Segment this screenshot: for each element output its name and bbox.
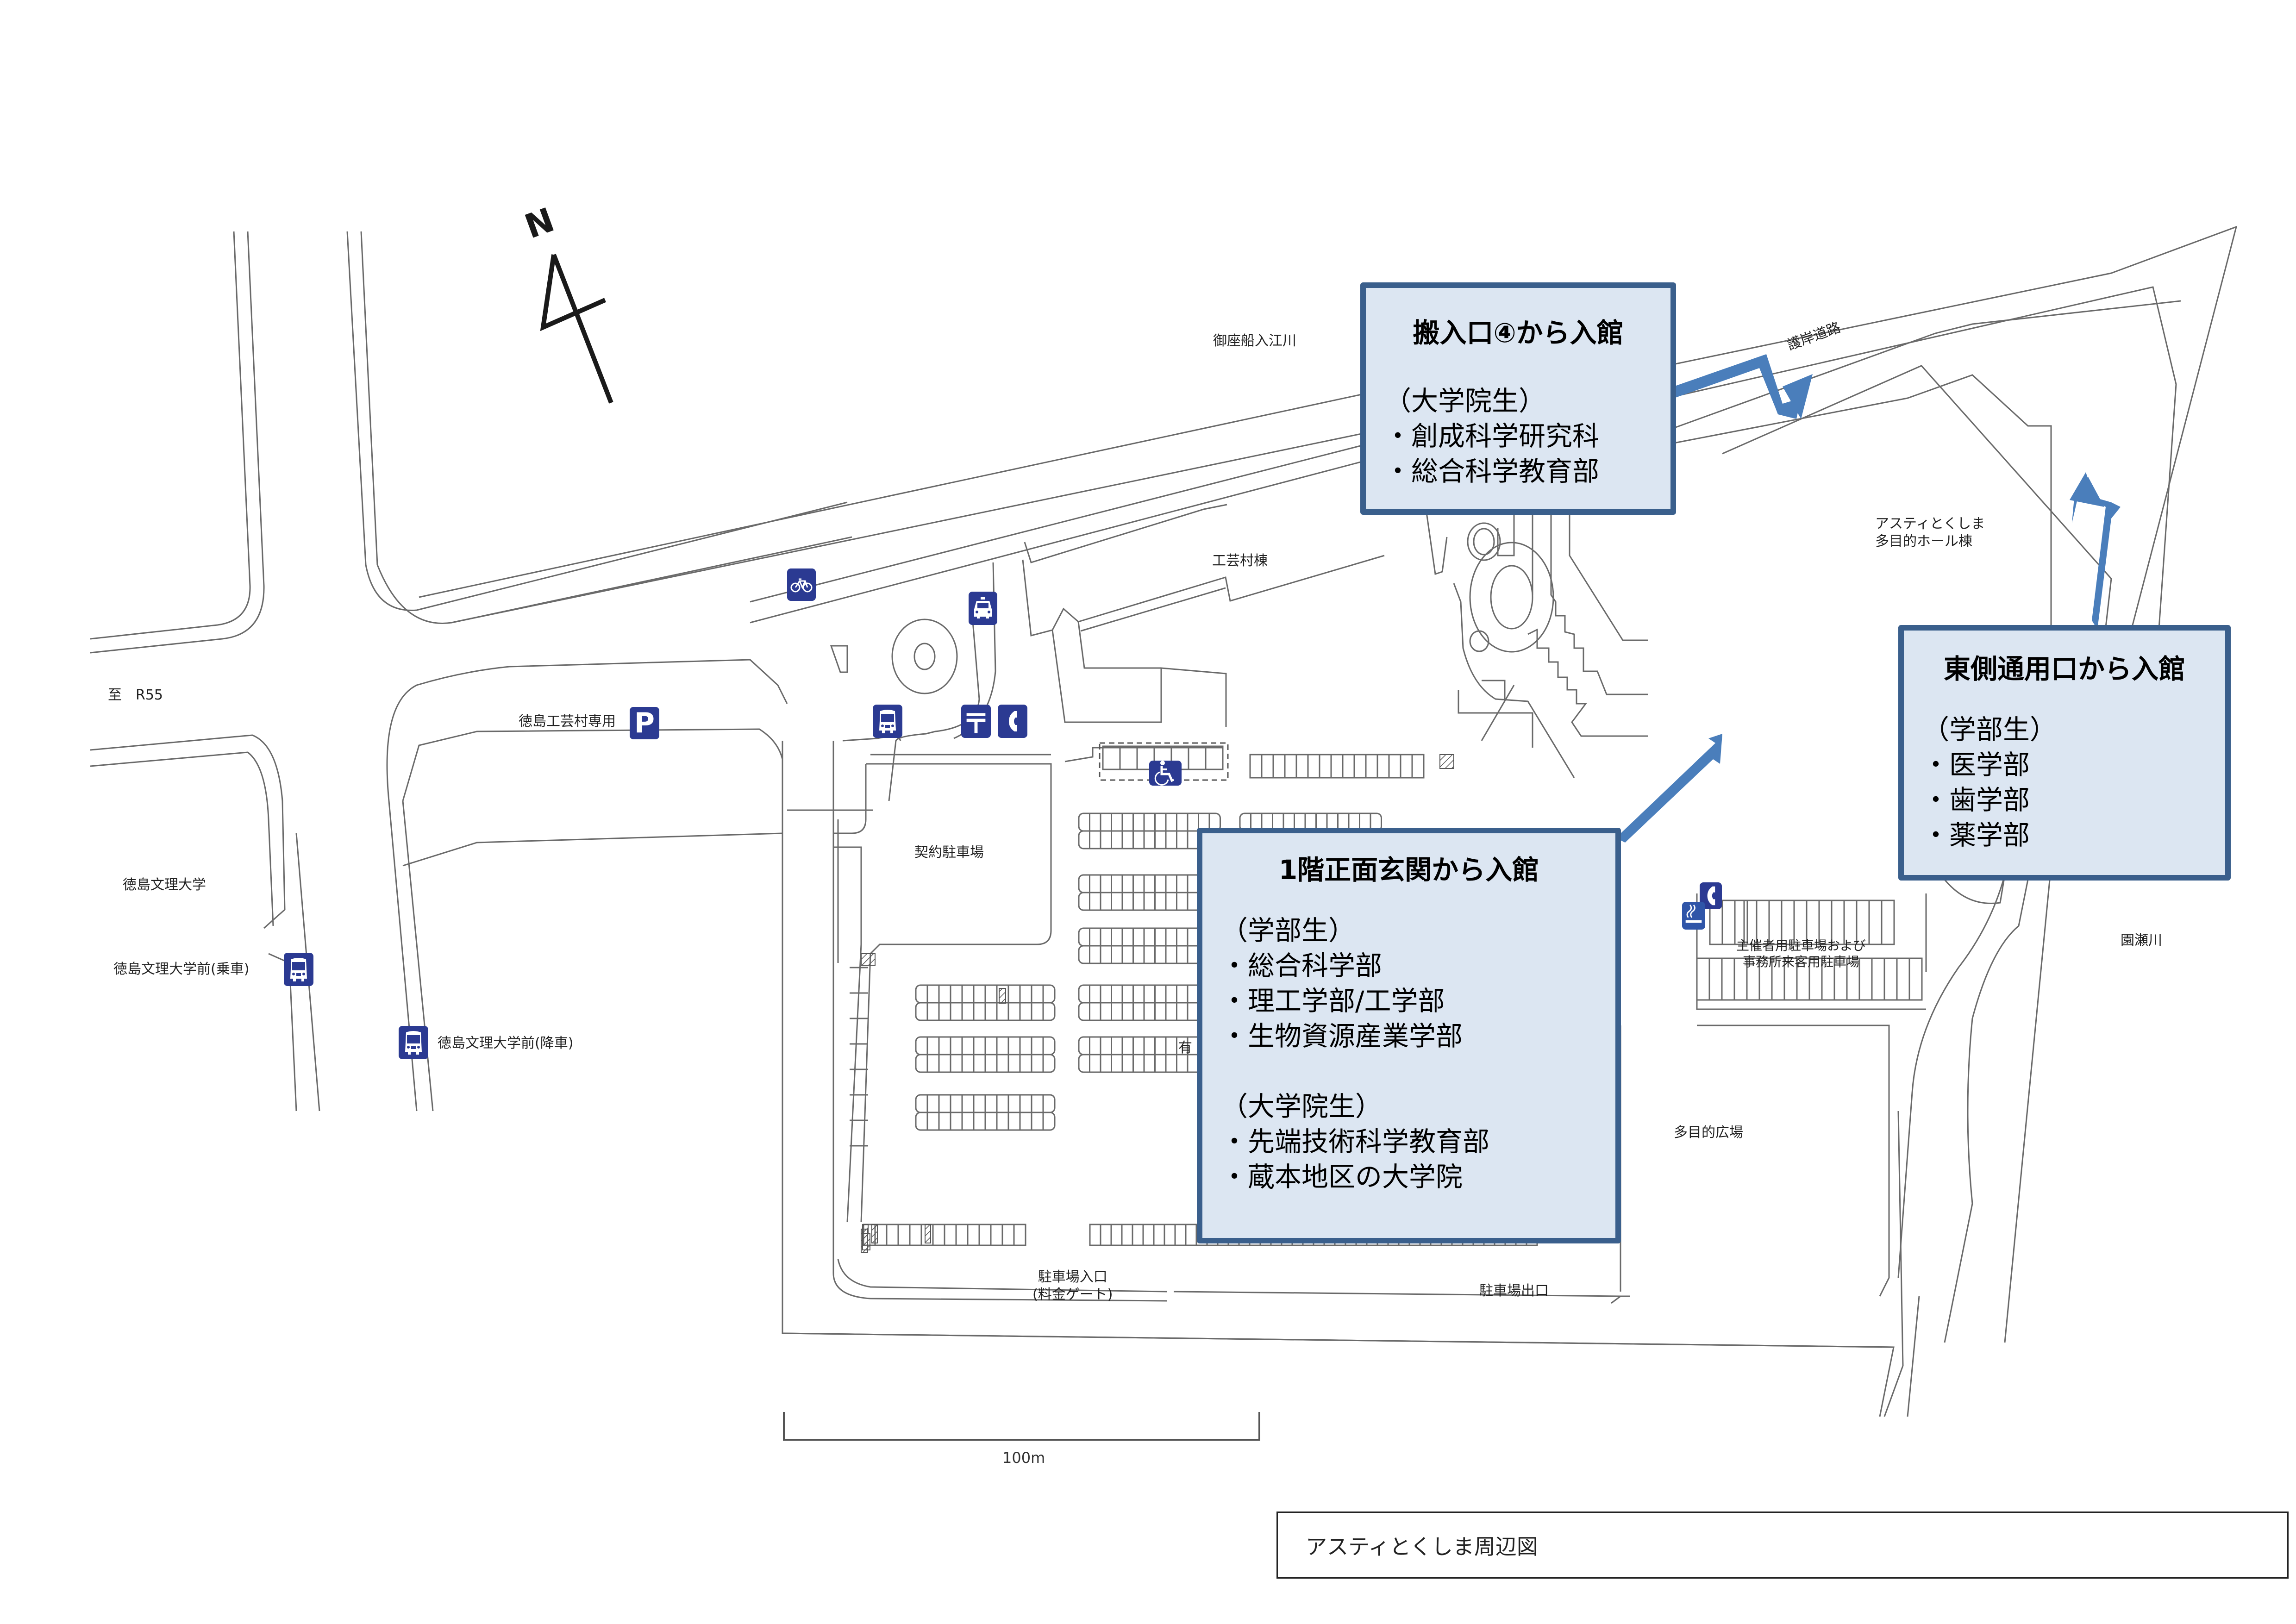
entrance-group-heading: （学部生） (1221, 915, 1356, 946)
route-arrow-east-door-head (2070, 472, 2104, 507)
entrance-group-heading: （大学院生） (1221, 1091, 1383, 1122)
label-paid-parking: 有 (1178, 1040, 1192, 1056)
entrance-item: ・蔵本地区の大学院 (1221, 1161, 1463, 1193)
entrance-item: ・総合科学教育部 (1384, 456, 1600, 487)
route-arrow-loading-dock (1667, 354, 1801, 419)
label-parking-entrance: 駐車場入口 (料金ゲート) (1032, 1268, 1113, 1303)
label-parking-exit: 駐車場出口 (1479, 1283, 1549, 1299)
entrance-item: ・創成科学研究科 (1384, 420, 1600, 452)
hatched-areas (861, 754, 1454, 1253)
roundabout-west (787, 562, 996, 811)
bus-glyph (879, 710, 896, 733)
entrance-item: ・先端技術科学教育部 (1221, 1126, 1490, 1157)
road-west (90, 231, 852, 1112)
kogeimura-building-outline (1022, 504, 1385, 727)
entrance-group-heading: （学部生） (1922, 714, 2057, 745)
route-arrow-loading-dock-head (1783, 374, 1813, 419)
entrance-title: 東側通用口から入館 (1943, 653, 2185, 685)
entrance-item: ・薬学部 (1922, 819, 2030, 851)
cigarette-glyph (1685, 905, 1702, 923)
label-multipurpose-plaza: 多目的広場 (1674, 1124, 1743, 1141)
label-bunri-university: 徳島文理大学 (123, 877, 206, 893)
entrance-item: ・医学部 (1922, 749, 2030, 781)
label-bus-stop-board: 徳島文理大学前(乗車) (113, 961, 250, 977)
entrance-group-heading: （大学院生） (1384, 385, 1546, 417)
label-contract-parking: 契約駐車場 (914, 844, 984, 861)
plaza-east (1425, 495, 1648, 778)
parking-glyph: P (634, 707, 655, 739)
entrance-item: ・総合科学部 (1221, 950, 1383, 981)
label-organizer-parking-line2: 事務所来客用駐車場 (1743, 954, 1860, 969)
wheelchair-icon (1149, 761, 1182, 786)
parking-stalls (850, 745, 1923, 1246)
label-bus-stop-alight: 徳島文理大学前(降車) (438, 1035, 574, 1051)
bicycle-glyph (790, 578, 813, 593)
entrance-box-loading-dock: 搬入口④から入館 （大学院生） ・創成科学研究科 ・総合科学教育部 (1360, 282, 1676, 515)
label-organizer-parking: 主催者用駐車場および 事務所来客用駐車場 (1736, 937, 1866, 970)
entrance-title: 搬入口④から入館 (1413, 317, 1624, 349)
bus-stop-board-icon (284, 953, 313, 986)
parking-stall-row (1249, 754, 1425, 779)
north-arrow (540, 254, 613, 404)
entrance-item: ・理工学部/工学部 (1221, 985, 1445, 1017)
label-to-r55: 至 R55 (108, 687, 163, 703)
bus-stop-icon (873, 705, 902, 738)
label-asty-hall: アスティとくしま 多目的ホール棟 (1875, 515, 1985, 550)
label-kogeimura-parking: 徳島工芸村専用 (519, 713, 616, 730)
route-arrow-main-entrance (1616, 734, 1722, 843)
entrance-title: 1階正面玄関から入館 (1278, 854, 1539, 886)
parking-lot-outline (782, 741, 1895, 1417)
bus-glyph (405, 1031, 422, 1055)
scale-bar (783, 1412, 1260, 1441)
parking-icon: P (630, 707, 659, 739)
postal-icon: 〒 (961, 705, 991, 739)
label-asty-hall-line1: アスティとくしま (1875, 516, 1985, 532)
phone-glyph (1009, 711, 1017, 731)
label-organizer-parking-line1: 主催者用駐車場および (1736, 938, 1866, 953)
route-arrow-east-door (2072, 493, 2121, 630)
phone-glyph (1707, 886, 1715, 906)
map-caption: アスティとくしま周辺図 (1276, 1512, 2289, 1579)
label-asty-hall-line2: 多目的ホール棟 (1875, 533, 1972, 550)
telephone-icon (998, 705, 1027, 738)
bus-stop-alight-icon (399, 1026, 428, 1059)
entrance-box-main-entrance: 1階正面玄関から入館 （学部生） ・総合科学部 ・理工学部/工学部 ・生物資源産… (1197, 828, 1621, 1243)
label-parking-entrance-line2: (料金ゲート) (1032, 1286, 1113, 1303)
route-arrows (1616, 354, 2121, 843)
entrance-box-east-door: 東側通用口から入館 （学部生） ・医学部 ・歯学部 ・薬学部 (1898, 625, 2231, 881)
label-kogeimura-building: 工芸村棟 (1212, 553, 1268, 569)
label-sonose-river: 園瀬川 (2121, 932, 2162, 949)
bus-glyph (290, 958, 307, 981)
map-caption-text: アスティとくしま周辺図 (1306, 1534, 1538, 1559)
scale-label: 100m (1002, 1449, 1045, 1467)
smoking-area-icon (1682, 902, 1705, 930)
label-river-gozafune: 御座船入江川 (1213, 333, 1296, 349)
entrance-item: ・歯学部 (1922, 784, 2030, 816)
entrance-item: ・生物資源産業学部 (1221, 1020, 1463, 1052)
wheelchair-glyph (1154, 761, 1175, 786)
taxi-icon (969, 592, 997, 625)
parking-stall-row (1709, 899, 1748, 945)
taxi-glyph (974, 597, 992, 618)
postal-glyph: 〒 (962, 708, 989, 739)
label-parking-entrance-line1: 駐車場入口 (1038, 1269, 1107, 1285)
east-area-outline (1620, 865, 2052, 1417)
bicycle-parking-icon (787, 568, 816, 601)
